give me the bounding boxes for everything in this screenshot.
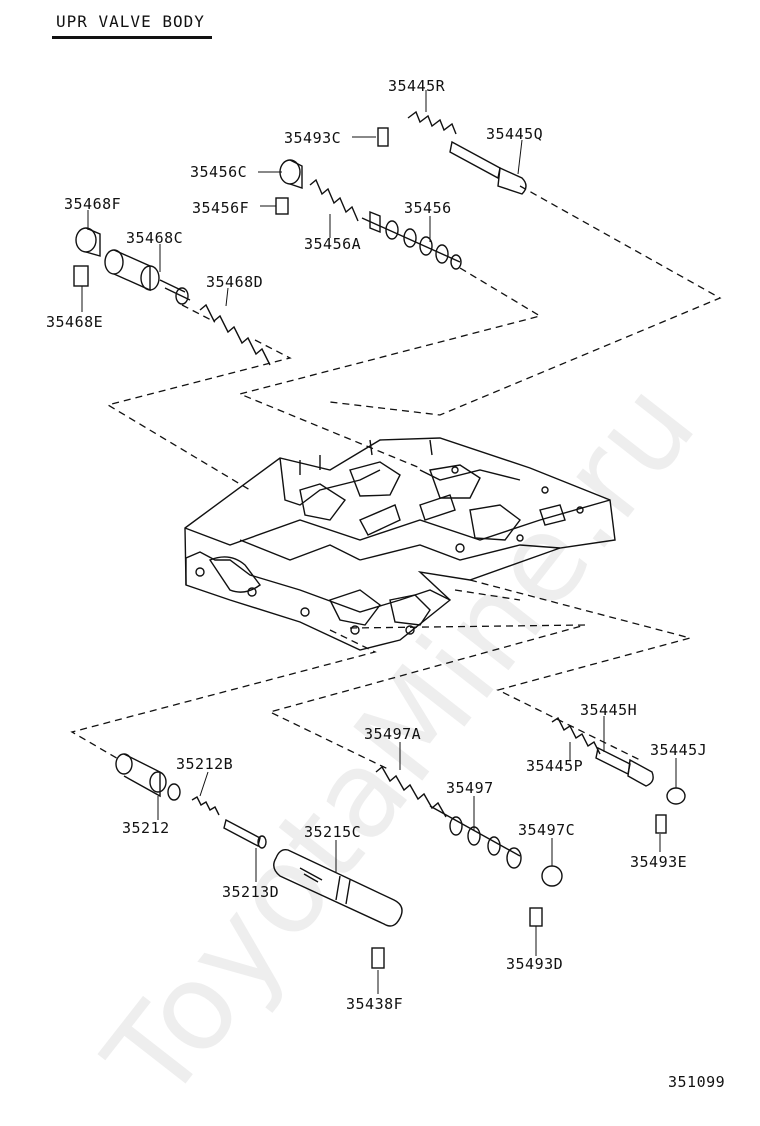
part-label-35468E[interactable]: 35468E bbox=[46, 313, 104, 331]
diagram-title: UPR VALVE BODY bbox=[56, 12, 205, 31]
valve-35456 bbox=[361, 210, 462, 270]
part-label-35493C[interactable]: 35493C bbox=[284, 129, 342, 147]
part-label-35445H[interactable]: 35445H bbox=[580, 701, 638, 719]
part-label-35497C[interactable]: 35497C bbox=[518, 821, 576, 839]
part-label-35497A[interactable]: 35497A bbox=[364, 725, 422, 743]
part-label-35212B[interactable]: 35212B bbox=[176, 755, 234, 773]
leader-lines bbox=[81, 90, 677, 994]
title-underline bbox=[52, 36, 212, 39]
sleeve-35215C bbox=[273, 848, 403, 927]
valve-body bbox=[184, 437, 616, 651]
part-label-35497[interactable]: 35497 bbox=[446, 779, 494, 797]
figure-number: 351099 bbox=[668, 1073, 726, 1091]
sleeve-35493C bbox=[377, 127, 389, 147]
part-label-35445J[interactable]: 35445J bbox=[650, 741, 708, 759]
valve-35468C bbox=[104, 249, 191, 305]
plug-35497C bbox=[541, 865, 563, 887]
plug-35456C bbox=[279, 159, 303, 189]
sleeve-35493E bbox=[655, 814, 667, 834]
sleeve-35438F bbox=[371, 947, 385, 969]
valve-35213D bbox=[223, 818, 267, 849]
sleeve-35493D bbox=[529, 907, 543, 927]
part-label-35445P[interactable]: 35445P bbox=[526, 757, 584, 775]
part-label-35456[interactable]: 35456 bbox=[404, 199, 452, 217]
part-label-35468D[interactable]: 35468D bbox=[206, 273, 264, 291]
part-label-35468F[interactable]: 35468F bbox=[64, 195, 122, 213]
part-label-35445Q[interactable]: 35445Q bbox=[486, 125, 544, 143]
part-label-35215C[interactable]: 35215C bbox=[304, 823, 362, 841]
part-label-35456A[interactable]: 35456A bbox=[304, 235, 362, 253]
part-label-35445R[interactable]: 35445R bbox=[388, 77, 446, 95]
plug-35468F bbox=[75, 227, 101, 257]
part-label-35456C[interactable]: 35456C bbox=[190, 163, 248, 181]
spring-35445R bbox=[407, 110, 457, 135]
valve-35497 bbox=[429, 805, 522, 869]
spring-35445P bbox=[551, 716, 601, 755]
valve-35445H bbox=[595, 746, 654, 787]
part-label-35493E[interactable]: 35493E bbox=[630, 853, 688, 871]
part-label-35456F[interactable]: 35456F bbox=[192, 199, 250, 217]
part-label-35212[interactable]: 35212 bbox=[122, 819, 170, 837]
part-label-35468C[interactable]: 35468C bbox=[126, 229, 184, 247]
sleeve-35456F bbox=[275, 197, 289, 215]
spring-35212B bbox=[191, 796, 220, 816]
sleeve-35468E bbox=[73, 265, 89, 287]
spring-35497A bbox=[375, 765, 447, 818]
plug-35445J bbox=[666, 787, 686, 805]
part-label-35213D[interactable]: 35213D bbox=[222, 883, 280, 901]
valve-35212 bbox=[115, 753, 181, 801]
spring-35456A bbox=[309, 178, 359, 222]
guide-lines bbox=[70, 185, 722, 771]
spring-35468D bbox=[199, 303, 271, 366]
part-label-35493D[interactable]: 35493D bbox=[506, 955, 564, 973]
part-label-35438F[interactable]: 35438F bbox=[346, 995, 404, 1013]
valve-35445Q bbox=[449, 140, 527, 195]
